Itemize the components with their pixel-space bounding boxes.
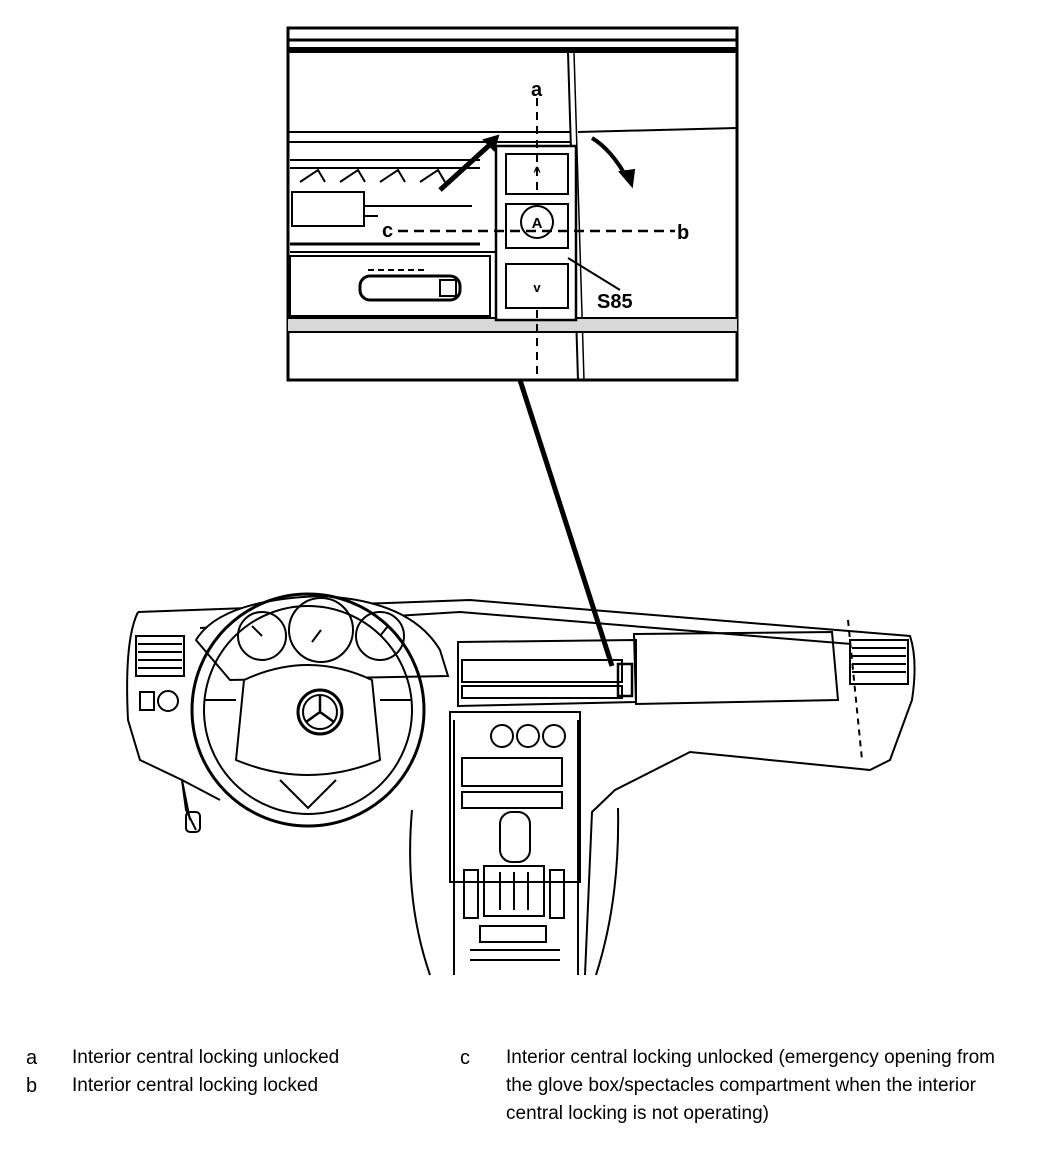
legend-right-column: c Interior central locking unlocked (eme… bbox=[460, 1044, 1020, 1128]
gauge-speedometer bbox=[288, 597, 354, 663]
steering-wheel bbox=[190, 592, 426, 828]
leader-line bbox=[517, 379, 615, 667]
legend-item-c: c Interior central locking unlocked (eme… bbox=[460, 1044, 1020, 1128]
dashboard-overview bbox=[126, 592, 916, 976]
gauge-right bbox=[355, 611, 405, 661]
legend-text: Interior central locking locked bbox=[72, 1075, 319, 1096]
inset-detail: A ^ v a b c S85 bbox=[286, 26, 739, 382]
svg-text:A: A bbox=[532, 215, 543, 232]
callout-switch-s85: S85 bbox=[597, 291, 633, 313]
switch-button-middle bbox=[505, 203, 569, 249]
svg-text:v: v bbox=[533, 280, 541, 295]
callout-b: b bbox=[677, 222, 689, 244]
callout-c: c bbox=[382, 220, 393, 242]
legend-item-b: b Interior central locking locked bbox=[26, 1072, 426, 1100]
legend-key: c bbox=[460, 1047, 470, 1069]
gauge-left bbox=[237, 611, 287, 661]
legend-item-a: a Interior central locking unlocked bbox=[26, 1044, 426, 1072]
dash-switch-s85 bbox=[616, 662, 634, 698]
legend-text: Interior central locking unlocked bbox=[72, 1047, 340, 1068]
switch-button-bottom bbox=[505, 263, 569, 309]
mercedes-star-icon bbox=[296, 688, 344, 736]
legend-key: a bbox=[26, 1047, 38, 1069]
inset-frame bbox=[286, 26, 739, 382]
legend-left-column: a Interior central locking unlocked b In… bbox=[26, 1044, 426, 1100]
callout-a: a bbox=[531, 79, 543, 101]
legend-text: Interior central locking unlocked (emerg… bbox=[506, 1047, 995, 1124]
legend-key: b bbox=[26, 1075, 38, 1097]
dashboard-diagram: A ^ v a b c S85 bbox=[126, 26, 916, 976]
